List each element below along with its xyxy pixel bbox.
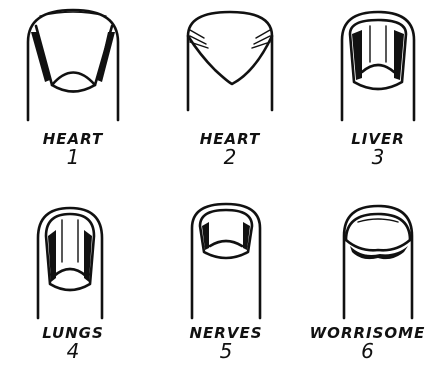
figure-1-caption: HEART 1	[3, 132, 143, 167]
fingernail-heart-1	[28, 10, 118, 120]
figure-6-caption: WORRISOME 6	[300, 326, 435, 361]
figure-1-number: 1	[3, 147, 143, 167]
fingernail-worrisome-6	[344, 206, 412, 318]
figure-2-number: 2	[160, 147, 300, 167]
figure-5-number: 5	[156, 341, 296, 361]
figure-5-caption: NERVES 5	[156, 326, 296, 361]
fingernail-liver-3	[342, 12, 414, 120]
figure-4-number: 4	[3, 341, 143, 361]
figure-2-caption: HEART 2	[160, 132, 300, 167]
figure-6-number: 6	[300, 341, 435, 361]
figure-3-caption: LIVER 3	[308, 132, 435, 167]
fingernail-lungs-4	[38, 208, 102, 318]
figure-3-number: 3	[308, 147, 435, 167]
figure-4-caption: LUNGS 4	[3, 326, 143, 361]
fingernail-nerves-5	[192, 204, 260, 318]
fingernail-heart-2	[188, 12, 272, 110]
